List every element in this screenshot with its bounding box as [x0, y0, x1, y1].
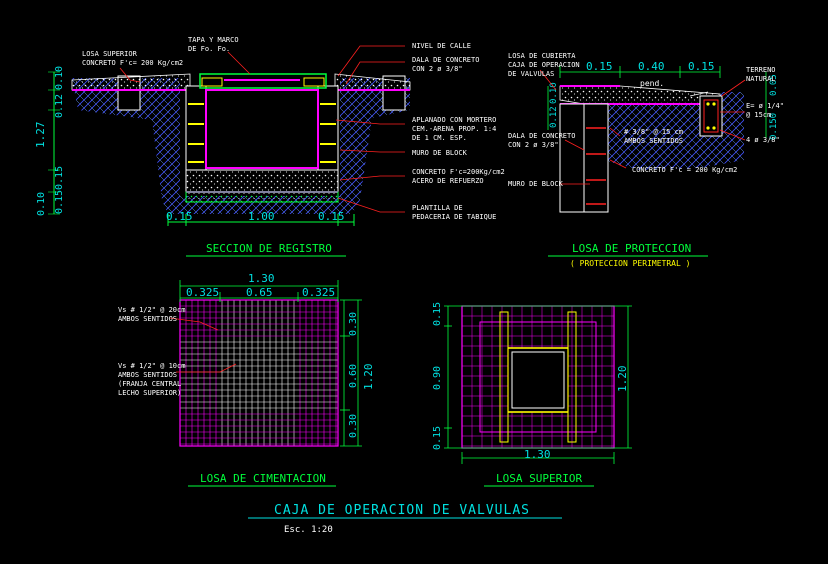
dim-prot-w-right: 0.15 — [688, 60, 715, 73]
dim-w-mid: 1.00 — [248, 210, 275, 223]
dim-prot-w-left: 0.15 — [586, 60, 613, 73]
losa-proteccion: 0.15 0.40 0.15 0.10 0.12 0.05 0.150 LOSA… — [508, 52, 784, 268]
dim-prot-h-left-2: 0.12 — [549, 106, 559, 128]
label-varillas: 4 ø 3/8" — [746, 136, 780, 144]
label-losa-concreto: CONCRETO F'c= 200 Kg/cm2 — [82, 59, 183, 67]
label-cubierta: LOSA DE CUBIERTA — [508, 52, 576, 60]
label-terreno: TERRENO — [746, 66, 776, 74]
title-losa-superior: LOSA SUPERIOR — [496, 472, 582, 485]
losa-cimentacion: 1.30 0.325 0.65 0.325 0.30 0.60 0.30 1.2… — [118, 272, 375, 487]
label-prot-concreto: CONCRETO F'c = 200 Kg/cm2 — [632, 166, 737, 174]
label-plantilla: PLANTILLA DE — [412, 204, 463, 212]
base-slab — [185, 169, 339, 193]
label-tapa-2: DE Fo. Fo. — [188, 45, 230, 53]
dim-cim-w-mid: 0.65 — [246, 286, 273, 299]
label-varilla-10-4: LECHO SUPERIOR) — [118, 389, 181, 397]
dim-sup-h-top: 0.15 — [432, 302, 443, 326]
dim-cim-h-mid: 0.60 — [348, 364, 359, 388]
label-varilla-20: Vs # 1/2" @ 20cm — [118, 306, 185, 314]
dim-prot-h-right-2: 0.150 — [769, 113, 779, 140]
label-tapa: TAPA Y MARCO — [188, 36, 239, 44]
label-varilla-10-2: AMBOS SENTIDOS — [118, 371, 177, 379]
label-terreno-2: NATURAL — [746, 75, 776, 83]
dim-cim-w-left: 0.325 — [186, 286, 219, 299]
main-title: CAJA DE OPERACION DE VALVULAS — [274, 503, 530, 518]
scale-label: Esc. 1:20 — [284, 525, 333, 535]
dim-w-right: 0.15 — [318, 210, 345, 223]
dim-h-top-2: 0.12 — [54, 94, 65, 118]
soil-hatch — [72, 78, 410, 214]
dim-sup-h-mid: 0.90 — [432, 366, 443, 390]
subtitle-losa-proteccion: ( PROTECCION PERIMETRAL ) — [570, 259, 690, 268]
inner-chamber — [205, 89, 319, 169]
dim-sup-h-total: 1.20 — [616, 366, 629, 393]
cover-frame — [199, 73, 327, 89]
label-dala-2: CON 2 ø 3/8" — [412, 65, 463, 73]
label-refuerzo: # 3/8" @ 15 cm — [624, 128, 683, 136]
dim-h-base: 0.10 — [36, 192, 47, 216]
label-dala: DALA DE CONCRETO — [412, 56, 479, 64]
label-prot-muro: MURO DE BLOCK — [508, 180, 564, 188]
title-seccion-registro: SECCION DE REGISTRO — [206, 242, 332, 255]
dim-cim-w-total: 1.30 — [248, 272, 275, 285]
label-prot-dala: DALA DE CONCRETO — [508, 132, 575, 140]
label-estribo-2: @ 15cm — [746, 111, 771, 119]
label-pend: pend. — [640, 79, 664, 88]
label-muro-block: MURO DE BLOCK — [412, 149, 468, 157]
dim-h-mid: 0.15 — [54, 166, 65, 190]
label-losa-superior: LOSA SUPERIOR — [82, 50, 138, 58]
label-varilla-20-2: AMBOS SENTIDOS — [118, 315, 177, 323]
dim-h-total: 1.27 — [34, 122, 47, 149]
label-aplanado-3: DE 1 CM. ESP. — [412, 134, 467, 142]
dim-h-top-1: 0.10 — [54, 66, 65, 90]
losa-superior: 0.15 0.90 0.15 1.20 1.30 LOSA SUPERIOR — [432, 302, 632, 487]
dim-prot-w-mid: 0.40 — [638, 60, 665, 73]
label-varilla-10: Vs # 1/2" @ 10cm — [118, 362, 185, 370]
label-plantilla-2: PEDACERIA DE TABIQUE — [412, 213, 496, 221]
cimentacion-outline — [179, 299, 339, 447]
dim-cim-h-total: 1.20 — [362, 364, 375, 391]
title-losa-proteccion: LOSA DE PROTECCION — [572, 242, 691, 255]
label-prot-dala-2: CON 2 ø 3/8" — [508, 141, 559, 149]
title-losa-cimentacion: LOSA DE CIMENTACION — [200, 472, 326, 485]
label-nivel-calle: NIVEL DE CALLE — [412, 42, 471, 50]
label-aplanado: APLANADO CON MORTERO — [412, 116, 496, 124]
label-aplanado-2: CEM.-ARENA PROP. 1:4 — [412, 125, 496, 133]
dim-prot-h-right-1: 0.05 — [769, 74, 779, 96]
dim-cim-w-right: 0.325 — [302, 286, 335, 299]
dim-h-bot: 0.15 — [54, 190, 65, 214]
seccion-registro: 1.27 0.10 0.12 0.15 0.15 0.10 0.15 1.00 … — [34, 36, 505, 257]
dim-sup-w-total: 1.30 — [524, 448, 551, 461]
label-cubierta-2: CAJA DE OPERACION — [508, 61, 580, 69]
label-acero: ACERO DE REFUERZO — [412, 177, 484, 185]
label-refuerzo-2: AMBOS SENTIDOS — [624, 137, 683, 145]
label-concreto: CONCRETO F'c=200Kg/cm2 — [412, 168, 505, 176]
left-wall — [185, 85, 207, 171]
label-cubierta-3: DE VALVULAS — [508, 70, 554, 78]
dim-prot-h-left-1: 0.10 — [549, 82, 559, 104]
dim-cim-h-bot: 0.30 — [348, 414, 359, 438]
dim-sup-h-bot: 0.15 — [432, 426, 443, 450]
label-estribo: E= ø 1/4" — [746, 102, 784, 110]
dim-cim-h-top: 0.30 — [348, 312, 359, 336]
right-wall — [317, 85, 339, 171]
cimentacion-rebar-grid — [180, 300, 338, 446]
label-varilla-10-3: (FRANJA CENTRAL — [118, 380, 181, 388]
dim-w-left: 0.15 — [166, 210, 193, 223]
plantilla — [185, 191, 339, 203]
